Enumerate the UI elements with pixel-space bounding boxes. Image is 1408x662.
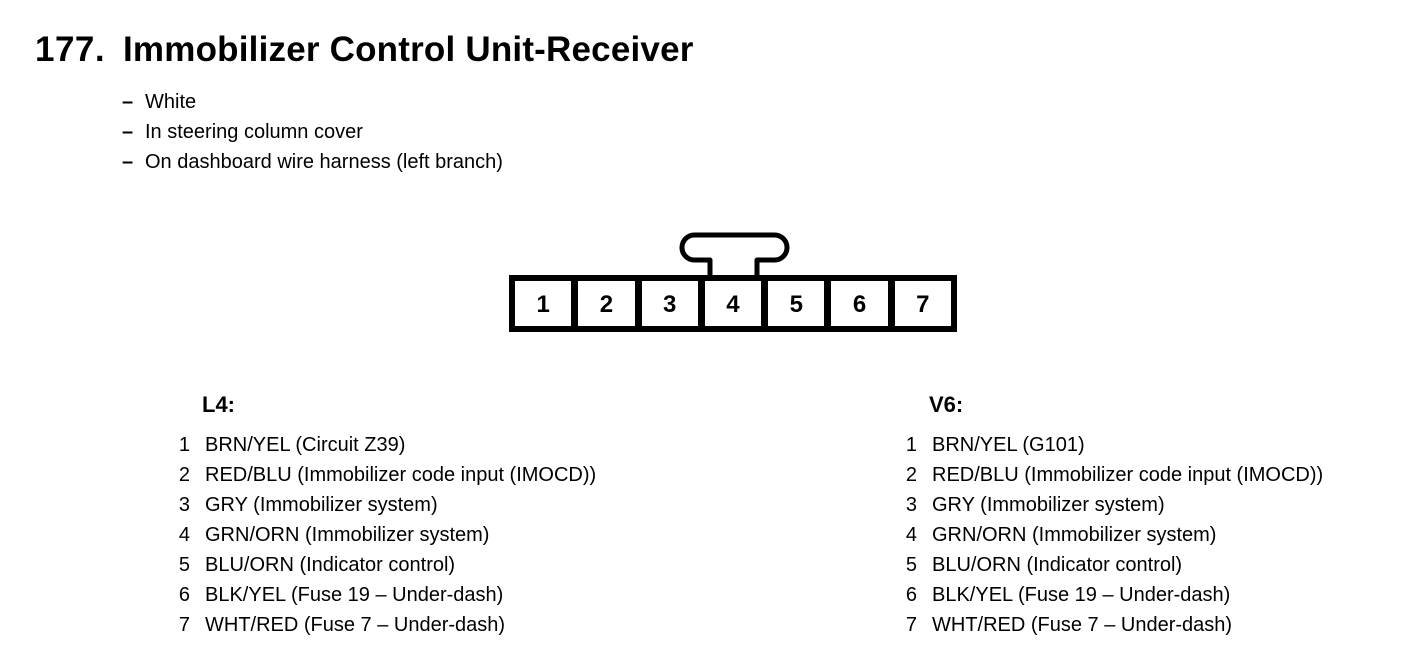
connector-cavity-7: 7	[887, 281, 951, 326]
pin-number: 4	[905, 524, 917, 546]
pin-wire-label: BLU/ORN (Indicator control)	[205, 554, 456, 576]
pin-list: 1 BRN/YEL (G101) 2 RED/BLU (Immobilizer cod…	[903, 430, 1323, 640]
connector-cavity-2: 2	[571, 281, 634, 326]
pin-wire-label: WHT/RED (Fuse 7 – Under-dash)	[205, 614, 506, 636]
pin-item: 5 BLU/ORN (Indicator control)	[903, 550, 1323, 580]
pin-item: 3 GRY (Immobilizer system)	[903, 490, 1323, 520]
pin-item: 3 GRY (Immobilizer system)	[176, 490, 596, 520]
pin-item: 7 WHT/RED (Fuse 7 – Under-dash)	[176, 610, 596, 640]
pin-wire-label: BLK/YEL (Fuse 19 – Under-dash)	[205, 584, 504, 606]
bullet-text: On dashboard wire harness (left branch)	[145, 151, 503, 173]
pin-number: 2	[905, 464, 917, 486]
pin-number: 7	[905, 614, 917, 636]
pin-list: 1 BRN/YEL (Circuit Z39) 2 RED/BLU (Immobili…	[176, 430, 596, 640]
pin-item: 1 BRN/YEL (Circuit Z39)	[176, 430, 596, 460]
pin-number: 3	[905, 494, 917, 516]
bullet-text: In steering column cover	[145, 121, 363, 143]
pin-item: 5 BLU/ORN (Indicator control)	[176, 550, 596, 580]
bullet-item: –White	[122, 87, 503, 117]
pinout-heading: L4:	[202, 392, 235, 417]
pin-wire-label: BRN/YEL (Circuit Z39)	[205, 434, 406, 456]
connector-cavity-4: 4	[697, 281, 761, 326]
pin-item: 2 RED/BLU (Immobilizer code input (IMOCD)…	[176, 460, 596, 490]
pin-wire-label: WHT/RED (Fuse 7 – Under-dash)	[932, 614, 1233, 636]
pin-wire-label: GRY (Immobilizer system)	[932, 494, 1165, 516]
pin-item: 2 RED/BLU (Immobilizer code input (IMOCD)…	[903, 460, 1323, 490]
pin-number: 6	[178, 584, 190, 606]
pin-item: 7 WHT/RED (Fuse 7 – Under-dash)	[903, 610, 1323, 640]
pin-item: 4 GRN/ORN (Immobilizer system)	[176, 520, 596, 550]
bullet-dash-marker: –	[122, 91, 134, 113]
pin-number: 1	[905, 434, 917, 456]
section-number: 177.	[35, 30, 106, 69]
pin-item: 6 BLK/YEL (Fuse 19 – Under-dash)	[176, 580, 596, 610]
pin-wire-label: BLU/ORN (Indicator control)	[932, 554, 1183, 576]
pinout-heading: V6:	[929, 392, 964, 417]
pin-item: 6 BLK/YEL (Fuse 19 – Under-dash)	[903, 580, 1323, 610]
pin-number: 5	[905, 554, 917, 576]
pin-wire-label: GRN/ORN (Immobilizer system)	[932, 524, 1217, 546]
pin-number: 7	[178, 614, 190, 636]
page-title: Immobilizer Control Unit-Receiver	[123, 30, 694, 69]
pin-item: 4 GRN/ORN (Immobilizer system)	[903, 520, 1323, 550]
pin-item: 1 BRN/YEL (G101)	[903, 430, 1323, 460]
connector-cavity-3: 3	[634, 281, 698, 326]
pin-wire-label: BLK/YEL (Fuse 19 – Under-dash)	[932, 584, 1231, 606]
pin-number: 2	[178, 464, 190, 486]
pin-wire-label: RED/BLU (Immobilizer code input (IMOCD))	[932, 464, 1324, 486]
location-bullet-list: –White–In steering column cover–On dashb…	[122, 87, 503, 177]
pin-number: 1	[178, 434, 190, 456]
pin-wire-label: BRN/YEL (G101)	[932, 434, 1085, 456]
pin-wire-label: GRY (Immobilizer system)	[205, 494, 438, 516]
bullet-item: –On dashboard wire harness (left branch)	[122, 147, 503, 177]
pin-number: 6	[905, 584, 917, 606]
pin-number: 5	[178, 554, 190, 576]
bullet-item: –In steering column cover	[122, 117, 503, 147]
pinout-column: L4: 1 BRN/YEL (Circuit Z39) 2 RED/BLU (Immo…	[176, 393, 596, 640]
connector-lock-tab-icon	[679, 232, 790, 275]
connector-cavity-6: 6	[824, 281, 887, 326]
connector-cavity-5: 5	[761, 281, 824, 326]
bullet-dash-marker: –	[122, 151, 134, 173]
section-heading: 177. Immobilizer Control Unit-Receiver	[35, 30, 694, 70]
pinout-column: V6: 1 BRN/YEL (G101) 2 RED/BLU (Immobilizer…	[903, 393, 1323, 640]
pin-wire-label: GRN/ORN (Immobilizer system)	[205, 524, 490, 546]
pin-number: 4	[178, 524, 190, 546]
pin-number: 3	[178, 494, 190, 516]
pin-wire-label: RED/BLU (Immobilizer code input (IMOCD))	[205, 464, 597, 486]
bullet-dash-marker: –	[122, 121, 134, 143]
connector-cavity-1: 1	[536, 290, 550, 318]
bullet-text: White	[145, 91, 197, 113]
